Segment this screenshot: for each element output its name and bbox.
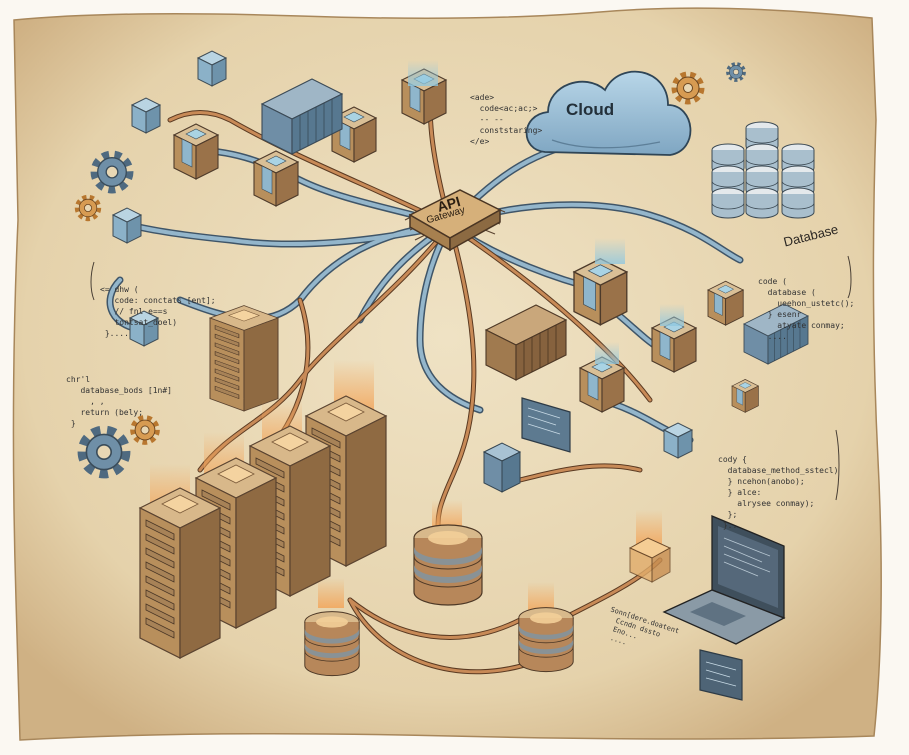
cube-node-icon	[112, 207, 142, 244]
cube-node-icon	[731, 379, 759, 413]
server-rack-icon	[209, 305, 279, 412]
cube-node-icon	[628, 537, 672, 583]
cloud-icon	[525, 70, 692, 156]
code-snippet-top: <ade> code<ac;ac;> -- -- conststaring></…	[470, 93, 543, 146]
cube-node-icon	[197, 50, 227, 87]
server-rack-icon	[482, 442, 522, 493]
code-snippet-left-lower: chr'l database_bods [1n#] , , return (be…	[66, 375, 172, 428]
server-rack-icon	[139, 487, 221, 659]
glow-beam	[595, 342, 619, 364]
code-snippet-right-lower: cody { database_method_sstecl) } ncehon(…	[718, 455, 839, 530]
database-cylinder-icon	[304, 611, 360, 677]
glow-beam	[595, 238, 625, 264]
monitor-icon	[699, 649, 743, 701]
cube-node-icon	[173, 123, 219, 180]
database-cylinder-icon	[518, 607, 574, 673]
glow-beam	[660, 304, 684, 326]
laptop-icon	[662, 515, 786, 645]
cube-node-icon	[253, 150, 299, 207]
cube-node-icon	[131, 97, 161, 134]
monitor-icon	[521, 397, 571, 453]
database-cylinder-icon	[413, 524, 483, 606]
cube-node-icon	[663, 422, 693, 459]
glow-beam	[408, 60, 438, 86]
code-snippet-right-upper: code ( database ( ueehon_ustetc(); } ese…	[758, 277, 855, 341]
cube-node-icon	[707, 280, 744, 326]
code-bracket-lines	[90, 255, 852, 501]
cloud-label: Cloud	[566, 100, 615, 119]
cube-node-icon	[579, 356, 625, 413]
api-gateway-chip-icon	[404, 189, 506, 252]
cube-node-icon	[573, 258, 628, 326]
code-snippet-left-upper: <= dhw ( code: conctats [ent]; // fnl e=…	[100, 285, 216, 338]
